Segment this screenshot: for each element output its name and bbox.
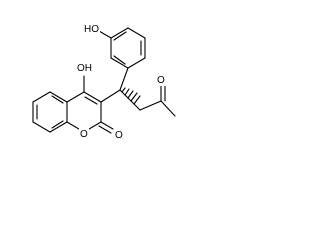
hash-line <box>127 90 134 99</box>
bond <box>66 91 85 103</box>
ring-oxygen-label: O <box>80 129 88 140</box>
double-bond-inner <box>113 31 127 41</box>
hash-line <box>124 88 130 96</box>
hydroxyphenyl-ring <box>98 27 146 69</box>
bond <box>83 91 102 103</box>
label-background <box>79 127 89 139</box>
pyranone-ring <box>66 75 114 134</box>
molecule-canvas: HO OH O O O <box>32 22 176 141</box>
bond <box>32 91 51 103</box>
bond <box>119 89 141 111</box>
bond <box>160 100 176 117</box>
bond <box>110 57 129 69</box>
hash-line <box>133 95 141 105</box>
label-background <box>114 128 124 140</box>
double-bond-inner <box>113 55 126 65</box>
bond <box>127 57 146 69</box>
bond <box>32 121 51 133</box>
phenol-oh-label: HO <box>84 24 99 35</box>
hashed-wedge <box>121 87 141 105</box>
double-bond-inner <box>98 125 112 134</box>
bond <box>119 67 129 91</box>
bond <box>100 89 121 103</box>
benzo-ring <box>32 91 68 133</box>
atom-labels: HO OH O O O <box>76 22 166 141</box>
lactone-oxygen-label: O <box>115 130 123 141</box>
bond <box>49 121 68 133</box>
hash-line <box>121 87 126 93</box>
label-background <box>83 22 100 34</box>
hash-line <box>130 92 138 102</box>
bond <box>110 27 129 39</box>
bond <box>127 27 146 39</box>
double-bond-inner <box>84 96 98 105</box>
bond <box>49 91 68 103</box>
double-bond-inner <box>51 95 64 104</box>
structure-diagram: HO OH O O O <box>32 22 176 141</box>
enol-oh-label: OH <box>77 63 92 74</box>
ketone-oxygen-label: O <box>157 75 165 86</box>
label-background <box>76 61 93 74</box>
bond <box>98 30 112 39</box>
bond <box>100 121 114 130</box>
double-bond-inner <box>51 120 64 129</box>
bond <box>139 100 162 111</box>
side-chain <box>100 67 176 117</box>
label-background <box>156 74 166 86</box>
